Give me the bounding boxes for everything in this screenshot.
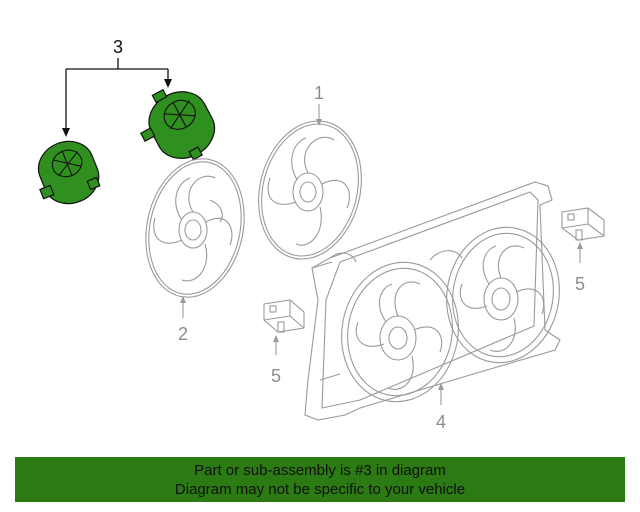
fan-shroud	[304, 181, 561, 421]
callout-2-leader	[180, 296, 186, 318]
callout-3-label: 3	[113, 37, 123, 57]
callout-2-label: 2	[178, 324, 188, 344]
callout-1-leader	[316, 104, 322, 126]
callout-1-label: 1	[314, 83, 324, 103]
fan-motor-upper	[139, 88, 216, 161]
callout-5-left-leader	[273, 335, 279, 355]
banner-line-2: Diagram may not be specific to your vehi…	[174, 480, 466, 498]
connector-left	[263, 299, 305, 333]
fan-blade-2	[145, 158, 245, 298]
callout-4-label: 4	[436, 412, 446, 432]
callout-3-leader	[62, 58, 172, 137]
connector-right	[561, 207, 605, 241]
fan-motor-lower	[37, 140, 101, 205]
callout-5-right-leader	[577, 242, 583, 263]
banner-line-1: Part or sub-assembly is #3 in diagram	[194, 461, 446, 479]
part-info-banner: Part or sub-assembly is #3 in diagram Di…	[15, 457, 625, 502]
fan-blade-1	[258, 120, 362, 260]
callout-4-leader	[438, 383, 444, 405]
callout-5-left-label: 5	[271, 366, 281, 386]
callout-5-right-label: 5	[575, 274, 585, 294]
